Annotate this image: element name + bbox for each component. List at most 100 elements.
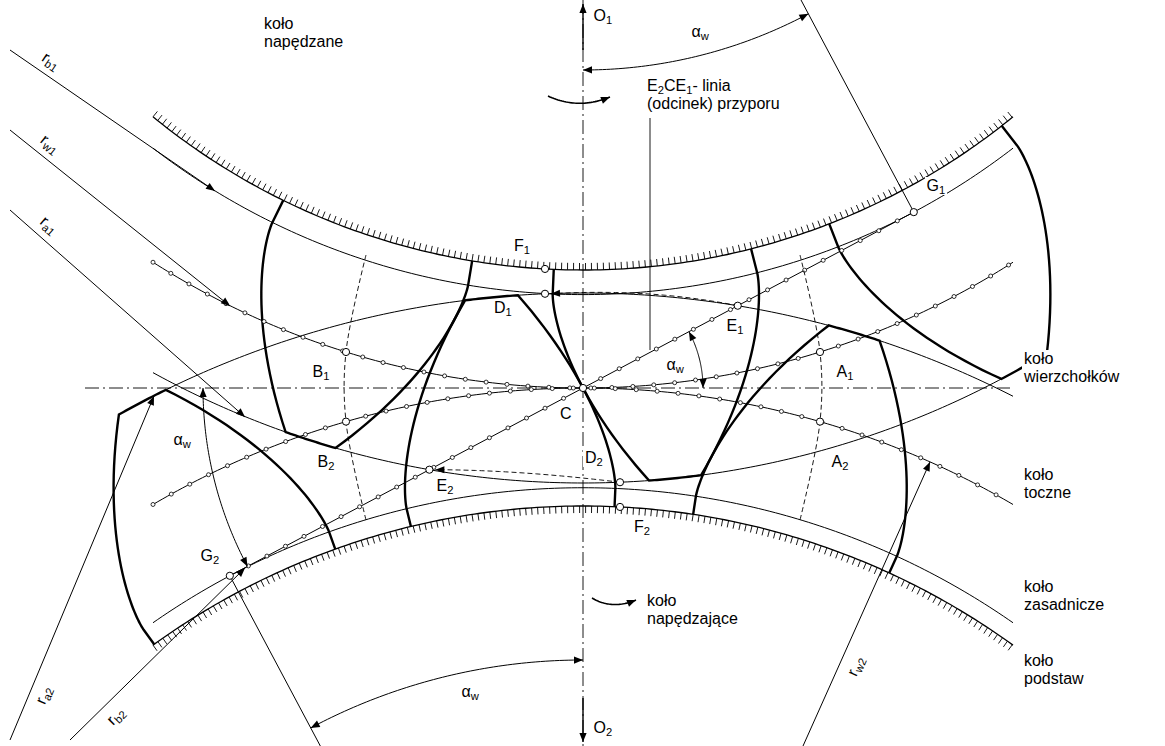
division-mark	[443, 374, 447, 378]
division-mark	[880, 440, 884, 444]
point-markers	[226, 209, 917, 580]
division-mark	[652, 383, 656, 387]
division-mark	[505, 382, 509, 386]
division-mark	[562, 396, 566, 400]
radius-label: ra1	[35, 211, 64, 239]
point-label: A1	[835, 363, 856, 381]
circle-name: koło toczne	[1022, 466, 1096, 503]
action-marks	[228, 219, 900, 578]
division-mark	[508, 389, 512, 393]
division-mark	[796, 356, 800, 360]
point-label: A2	[830, 453, 851, 471]
division-mark	[728, 308, 732, 312]
division-mark	[899, 448, 903, 452]
division-mark	[803, 268, 807, 272]
radius-line	[801, 0, 914, 212]
division-mark	[506, 426, 510, 430]
division-mark	[484, 380, 488, 384]
point-label: C	[558, 405, 574, 423]
radius-label: rw1	[35, 130, 65, 159]
root-circle	[153, 506, 1013, 645]
division-mark	[321, 342, 325, 346]
point-label: E1	[725, 317, 746, 335]
division-mark	[361, 355, 365, 359]
point-marker	[541, 290, 548, 297]
point-marker	[541, 265, 548, 272]
point-label: F1	[512, 237, 532, 255]
division-mark	[571, 386, 575, 390]
division-mark	[779, 409, 783, 413]
rotation-arrow	[548, 96, 610, 103]
point-marker	[579, 384, 586, 391]
division-mark	[401, 366, 405, 370]
axis-arrow	[582, 4, 583, 50]
tooth-profile	[829, 126, 1050, 379]
division-mark	[526, 384, 530, 388]
radius-label: rb1	[37, 47, 65, 75]
division-mark	[766, 288, 770, 292]
dimension-line	[10, 50, 215, 191]
division-mark	[592, 386, 596, 390]
division-mark	[858, 239, 862, 243]
trajectory	[344, 255, 366, 520]
point-marker	[816, 348, 823, 355]
division-mark	[776, 362, 780, 366]
angle-label: αw	[460, 683, 481, 701]
pitch-circle	[153, 262, 1013, 388]
division-mark	[151, 502, 155, 506]
point-marker	[616, 503, 623, 510]
rotation-arrow	[592, 598, 636, 605]
division-mark	[301, 335, 305, 339]
point-marker	[342, 418, 349, 425]
base-circle	[153, 488, 1013, 623]
circle-name: koło wierzchołków	[1022, 350, 1151, 387]
division-mark	[284, 440, 288, 444]
division-mark	[543, 406, 547, 410]
wheel-name: koło napędzające	[645, 592, 759, 629]
division-mark	[914, 313, 918, 317]
tooth-profile	[553, 249, 759, 481]
division-mark	[989, 274, 993, 278]
point-marker	[616, 479, 623, 486]
pitch-circle	[153, 388, 1013, 504]
point-label: G1	[925, 177, 948, 195]
base-circle	[153, 148, 1013, 294]
division-mark	[895, 219, 899, 223]
division-mark	[714, 375, 718, 379]
point-marker	[816, 418, 823, 425]
point-label: E2	[435, 477, 456, 495]
division-mark	[970, 284, 974, 288]
dimension-line	[10, 130, 230, 306]
division-mark	[358, 505, 362, 509]
division-mark	[613, 387, 617, 391]
division-mark	[425, 400, 429, 404]
division-mark	[381, 361, 385, 365]
division-mark	[938, 464, 942, 468]
division-mark	[634, 388, 638, 392]
tip-circle	[153, 293, 1013, 396]
division-mark	[933, 304, 937, 308]
angle-arc	[311, 660, 583, 728]
division-mark	[395, 485, 399, 489]
division-mark	[321, 524, 325, 528]
trajectory	[435, 470, 620, 483]
division-mark	[1007, 263, 1011, 267]
division-mark	[957, 473, 961, 477]
division-mark	[339, 515, 343, 519]
radius-line	[230, 576, 321, 746]
division-mark	[840, 426, 844, 430]
division-mark	[821, 258, 825, 262]
division-mark	[676, 391, 680, 395]
division-mark	[463, 377, 467, 381]
division-mark	[529, 388, 533, 392]
pitch-marks	[151, 260, 1011, 390]
division-mark	[655, 389, 659, 393]
division-mark	[952, 295, 956, 299]
division-mark	[302, 534, 306, 538]
division-mark	[710, 317, 714, 321]
point-label: D1	[492, 299, 514, 317]
division-mark	[691, 327, 695, 331]
division-mark	[405, 404, 409, 408]
